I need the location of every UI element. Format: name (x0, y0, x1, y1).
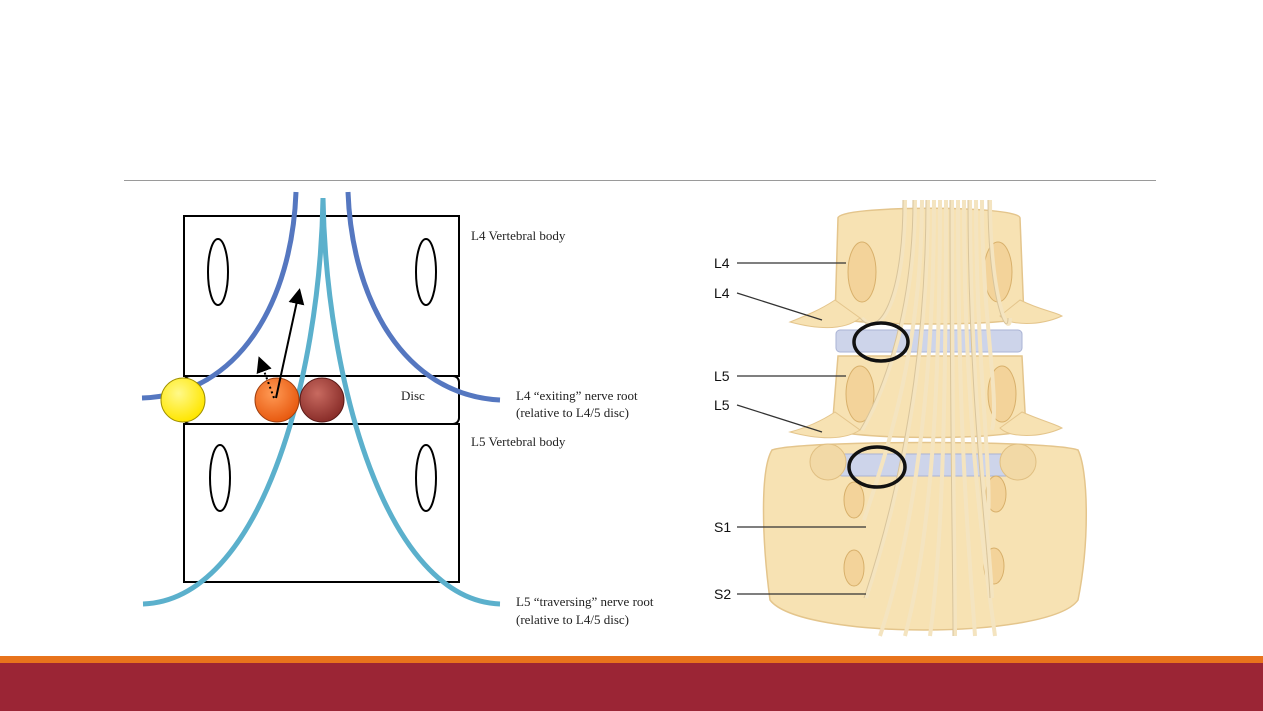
nerve-root-schematic: L4 Vertebral body Disc L4 “exiting” nerv… (141, 191, 654, 627)
s1-left-foramen (843, 481, 865, 519)
label-l4-vertebral-body: L4 Vertebral body (471, 228, 566, 243)
label-disc: Disc (401, 388, 425, 403)
s2-left-foramen (843, 549, 865, 587)
l4-l5-foramen-highlight (852, 321, 910, 363)
dotted-arrow-icon (256, 356, 275, 399)
s1-right-foramen (985, 475, 1007, 513)
cauda-equina (860, 199, 1012, 637)
label-l5-traversing-root: L5 “traversing” nerve root (516, 594, 654, 609)
label-l5-body: L5 (714, 368, 730, 384)
footer-band (0, 663, 1263, 711)
l5-traversing-root-right (320, 197, 501, 607)
label-l5-root: L5 (714, 397, 730, 413)
l5-traversing-root-left (142, 197, 326, 607)
label-l4-root: L4 (714, 285, 730, 301)
l4-left-transverse-process (788, 299, 861, 329)
l5-s1-foramen-highlight (847, 445, 907, 489)
l4-exiting-root-right (345, 191, 501, 403)
solid-arrow-icon (275, 288, 305, 399)
label-l4-exiting-root-relative: (relative to L4/5 disc) (516, 405, 629, 420)
label-l5-traversing-root-relative: (relative to L4/5 disc) (516, 612, 629, 627)
foraminal-herniation-marker (160, 377, 206, 423)
l4-left-pedicle-texture (847, 241, 877, 303)
central-herniation-marker (299, 377, 345, 423)
footer-accent-stripe (0, 656, 1263, 663)
l5-left-pedicle (209, 444, 231, 512)
label-l4-body: L4 (714, 255, 730, 271)
sacral-right-ala (999, 443, 1037, 481)
l4-left-pedicle (207, 238, 229, 306)
label-l4-exiting-root: L4 “exiting” nerve root (516, 388, 638, 403)
title-divider (124, 180, 1156, 181)
label-s2: S2 (714, 586, 731, 602)
l4-right-pedicle (415, 238, 437, 306)
label-l5-vertebral-body: L5 Vertebral body (471, 434, 566, 449)
l5-right-pedicle (415, 444, 437, 512)
sacral-left-ala (809, 443, 847, 481)
label-s1: S1 (714, 519, 731, 535)
paracentral-herniation-marker (254, 377, 300, 423)
l5-right-transverse-process (999, 411, 1064, 436)
l5-left-pedicle-texture (845, 365, 875, 423)
lumbar-spine-illustration: L4 L4 L5 L5 S1 S2 (714, 199, 1088, 637)
l5-left-transverse-process (788, 411, 861, 439)
